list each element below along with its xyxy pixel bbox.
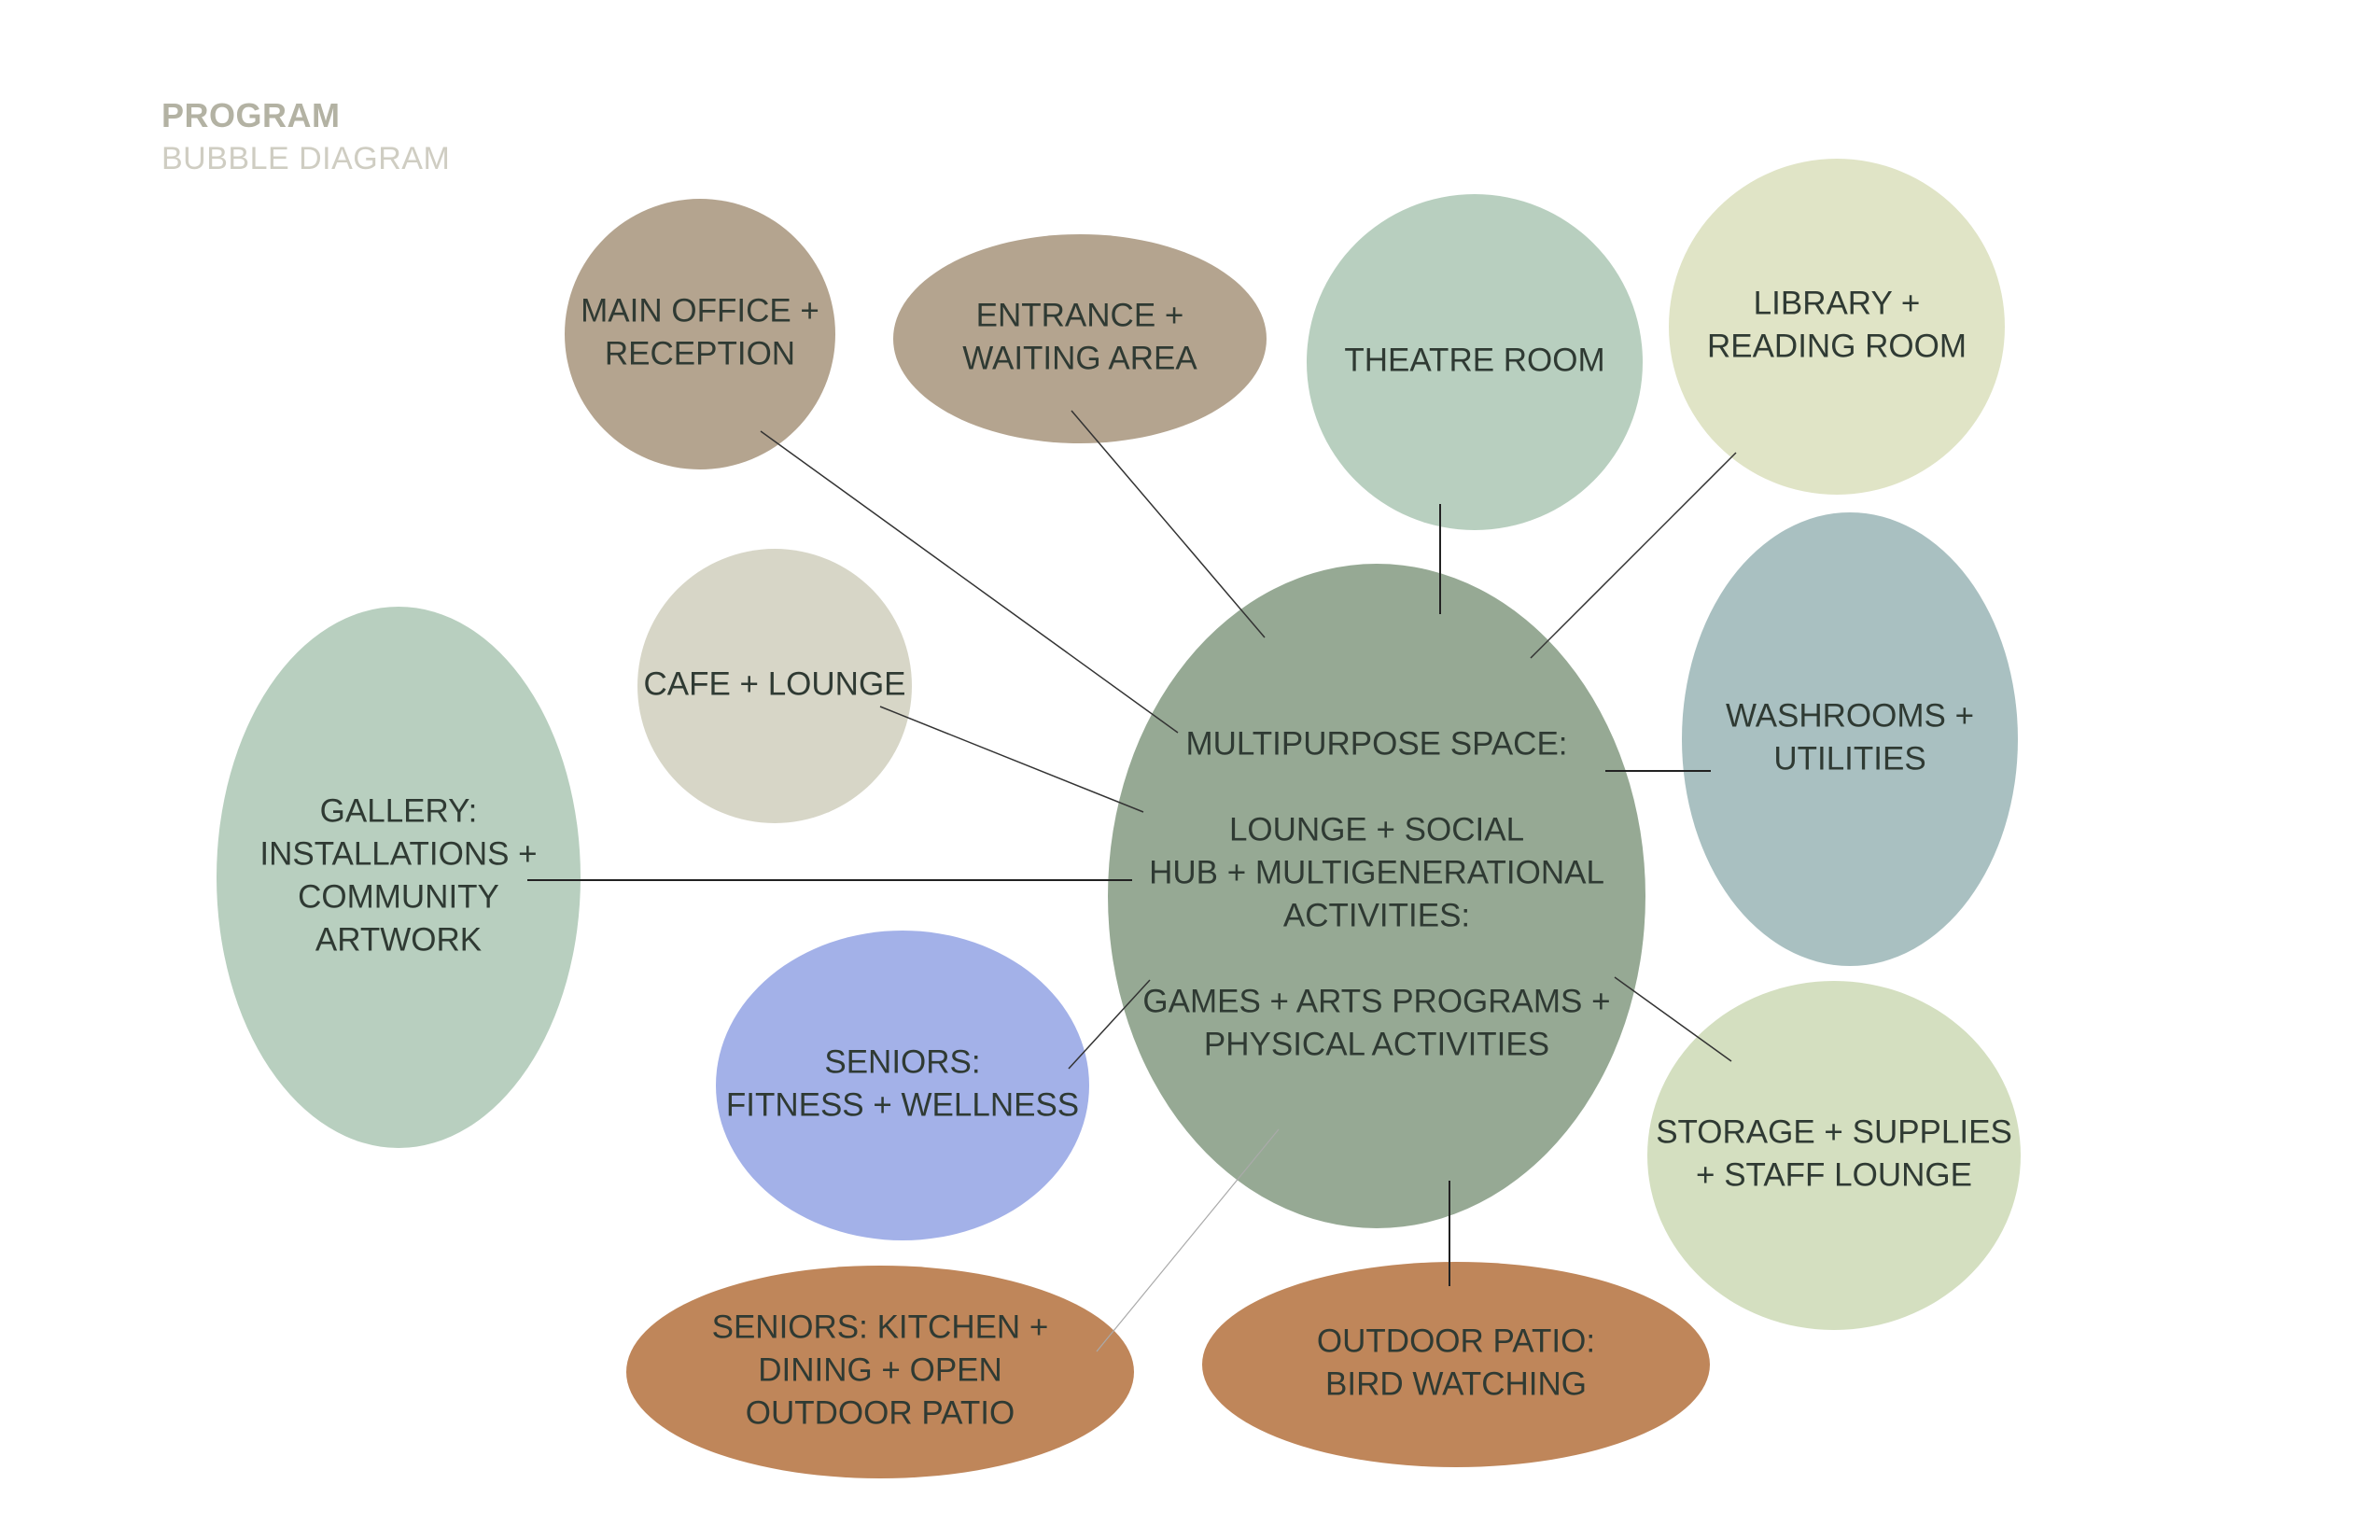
bubble-outdoor-patio-label: BIRD WATCHING [1325,1365,1587,1402]
bubble-outdoor-patio-label: OUTDOOR PATIO: [1317,1323,1595,1359]
bubble-entrance-shape [893,234,1267,443]
bubble-seniors-fitness-shape [716,931,1089,1240]
bubble-storage-label: + STAFF LOUNGE [1696,1156,1972,1193]
bubble-washrooms-label: UTILITIES [1773,740,1925,777]
connector-lines [527,410,1737,1352]
bubble-theatre-shape [1307,194,1643,530]
connector-seniors-fitness [1068,979,1151,1070]
bubble-multipurpose-label: ACTIVITIES: [1283,897,1470,933]
bubble-washrooms-shape [1682,512,2018,966]
bubble-theatre-label: THEATRE ROOM [1344,342,1604,378]
bubble-library-label: LIBRARY + [1754,285,1921,321]
bubble-seniors-kitchen-label: SENIORS: KITCHEN + [712,1309,1049,1345]
diagram-header: PROGRAM BUBBLE DIAGRAM [161,93,450,179]
bubble-multipurpose-label: LOUNGE + SOCIAL [1229,811,1524,847]
connector-storage [1614,976,1732,1062]
bubble-seniors-kitchen: SENIORS: KITCHEN + DINING + OPEN OUTDOOR P… [626,1266,1134,1478]
bubble-seniors-fitness: SENIORS: FITNESS + WELLNESS [716,931,1089,1240]
bubble-seniors-kitchen-label: DINING + OPEN [758,1351,1002,1388]
bubble-theatre: THEATRE ROOM [1307,194,1643,530]
bubble-multipurpose-label: MULTIPURPOSE SPACE: [1185,725,1567,762]
bubble-seniors-fitness-label: SENIORS: [824,1043,980,1080]
bubble-multipurpose-shape [1108,564,1645,1228]
bubble-multipurpose-label: PHYSICAL ACTIVITIES [1204,1026,1549,1062]
bubble-storage-shape [1647,981,2021,1330]
bubble-seniors-fitness-label: FITNESS + WELLNESS [726,1086,1079,1123]
bubble-outdoor-patio: OUTDOOR PATIO: BIRD WATCHING [1202,1262,1710,1467]
bubble-storage: STORAGE + SUPPLIES + STAFF LOUNGE [1647,981,2021,1330]
bubble-seniors-kitchen-label: OUTDOOR PATIO [746,1394,1015,1431]
bubble-storage-label: STORAGE + SUPPLIES [1656,1113,2012,1150]
bubble-gallery: GALLERY: INSTALLATIONS + COMMUNITY ARTWORK [217,607,581,1148]
connector-seniors-kitchen [1096,1128,1280,1352]
diagram-subtitle: BUBBLE DIAGRAM [161,141,451,176]
bubble-gallery-shape [217,607,581,1148]
connector-main-office [760,430,1179,734]
bubble-main-office-label: RECEPTION [605,335,795,371]
bubbles: MULTIPURPOSE SPACE: LOUNGE + SOCIAL HUB + … [217,159,2021,1478]
bubble-main-office-shape [565,199,835,469]
bubble-entrance: ENTRANCE + WAITING AREA [893,234,1267,443]
bubble-washrooms: WASHROOMS + UTILITIES [1682,512,2018,966]
bubble-cafe-shape [637,549,912,823]
bubble-seniors-kitchen-shape [626,1266,1134,1478]
connector-library [1530,452,1737,659]
bubble-multipurpose-label: GAMES + ARTS PROGRAMS + [1142,983,1610,1019]
bubble-main-office-label: MAIN OFFICE + [581,292,819,329]
connector-entrance [1071,410,1266,638]
bubble-gallery-label: COMMUNITY [298,878,499,915]
bubble-entrance-label: ENTRANCE + [976,297,1184,333]
bubble-gallery-label: GALLERY: [320,792,478,829]
bubble-library: LIBRARY + READING ROOM [1669,159,2005,495]
bubble-library-shape [1669,159,2005,495]
bubble-gallery-label: INSTALLATIONS + [259,835,537,872]
bubble-library-label: READING ROOM [1707,328,1967,364]
bubble-gallery-label: ARTWORK [315,921,482,958]
bubble-multipurpose: MULTIPURPOSE SPACE: LOUNGE + SOCIAL HUB + … [1108,564,1645,1228]
diagram-title: PROGRAM [161,96,341,134]
bubble-entrance-label: WAITING AREA [962,340,1197,376]
bubble-cafe-label: CAFE + LOUNGE [643,665,905,702]
bubble-outdoor-patio-shape [1202,1262,1710,1467]
connector-cafe [879,706,1144,813]
bubble-multipurpose-label: HUB + MULTIGENERATIONAL [1149,854,1604,890]
bubble-main-office: MAIN OFFICE + RECEPTION [565,199,835,469]
bubble-washrooms-label: WASHROOMS + [1726,697,1974,734]
bubble-cafe: CAFE + LOUNGE [637,549,912,823]
